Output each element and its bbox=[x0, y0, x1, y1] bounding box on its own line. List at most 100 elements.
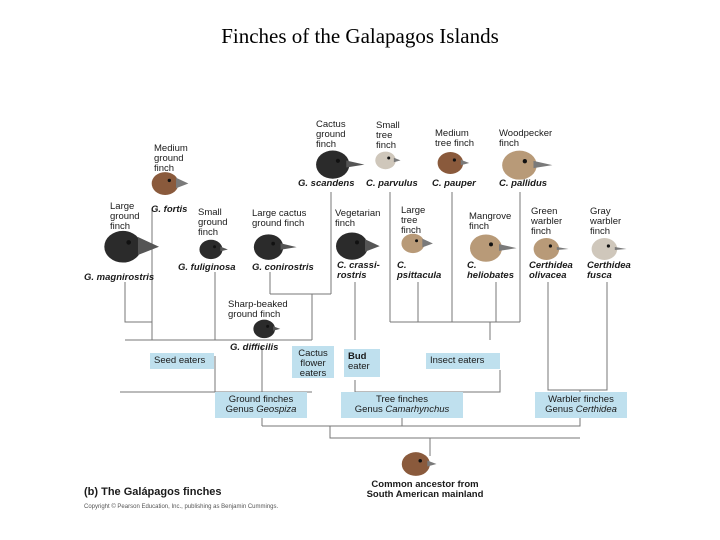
bird-head bbox=[151, 172, 179, 195]
species-medium-ground: G. fortis bbox=[151, 204, 188, 215]
bird-beak bbox=[614, 247, 627, 250]
bird-eye bbox=[167, 178, 171, 183]
bird-head bbox=[253, 234, 284, 260]
bird-beak bbox=[393, 157, 401, 163]
bird-head bbox=[316, 150, 350, 179]
bird-head bbox=[591, 238, 618, 260]
bird-head bbox=[470, 234, 502, 262]
ancestor-finch-illustration bbox=[401, 452, 437, 476]
large-cactus-ground-finch-illustration bbox=[253, 234, 297, 260]
bird-head bbox=[336, 232, 368, 260]
figure-caption: (b) The Galápagos finches bbox=[84, 486, 222, 498]
bird-beak bbox=[137, 237, 159, 255]
bird-eye bbox=[418, 459, 422, 463]
bird-eye bbox=[522, 159, 527, 164]
small-tree-finch-illustration bbox=[375, 151, 401, 170]
bird-beak bbox=[422, 238, 433, 248]
species-cactus-ground: G. scandens bbox=[298, 178, 355, 189]
bird-head bbox=[533, 238, 560, 260]
sharp-beaked-ground-finch-illustration bbox=[253, 319, 281, 339]
bird-eye bbox=[387, 156, 391, 160]
bird-head bbox=[401, 452, 430, 476]
woodpecker-finch-illustration bbox=[502, 150, 553, 180]
medium-ground-finch-illustration bbox=[151, 172, 189, 195]
bird-eye bbox=[489, 242, 493, 247]
bird-eye bbox=[452, 158, 456, 162]
cactus-ground-finch-illustration bbox=[316, 150, 365, 179]
bird-head bbox=[375, 151, 396, 170]
bird-eye bbox=[606, 244, 610, 248]
bird-beak bbox=[533, 160, 553, 169]
slide-title: Finches of the Galapagos Islands bbox=[221, 24, 499, 48]
bird-beak bbox=[346, 160, 365, 168]
species-woodpecker: C. pallidus bbox=[499, 178, 548, 189]
species-large-ground: G. magnirostris bbox=[84, 272, 155, 283]
bird-eye bbox=[415, 239, 419, 243]
bird-beak bbox=[499, 244, 517, 251]
green-warbler-finch-illustration bbox=[533, 238, 569, 260]
bird-beak bbox=[176, 177, 189, 189]
bird-beak bbox=[556, 247, 569, 250]
bird-head bbox=[253, 319, 276, 339]
bird-beak bbox=[427, 460, 437, 467]
species-mangrove: C.heliobates bbox=[467, 260, 514, 281]
vegetarian-finch-illustration bbox=[336, 232, 380, 260]
insect-eaters-box: Insect eaters bbox=[426, 353, 500, 369]
species-sharp-beaked: G. difficilis bbox=[230, 342, 279, 353]
copyright-notice: Copyright © Pearson Education, Inc., pub… bbox=[84, 504, 279, 510]
bird-head bbox=[502, 150, 537, 180]
species-vegetarian: C. crassi-rostris bbox=[337, 260, 380, 281]
species-small-ground: G. fuliginosa bbox=[178, 262, 236, 273]
branch-warblers bbox=[547, 282, 608, 391]
gray-warbler-finch-illustration bbox=[591, 238, 627, 260]
species-large-tree: C.psittacula bbox=[397, 260, 442, 281]
bird-beak bbox=[273, 326, 281, 331]
large-tree-finch-illustration bbox=[401, 233, 433, 254]
medium-tree-finch-illustration bbox=[437, 152, 470, 174]
bird-head bbox=[437, 152, 464, 174]
bird-eye bbox=[335, 158, 340, 163]
bird-eye bbox=[213, 245, 217, 249]
bird-eye bbox=[548, 244, 552, 248]
bird-beak bbox=[460, 159, 470, 166]
species-small-tree: C. parvulus bbox=[366, 178, 418, 189]
seed-eaters-box: Seed eaters bbox=[150, 353, 214, 369]
bird-eye bbox=[126, 240, 131, 245]
bird-beak bbox=[280, 243, 297, 250]
warbler-finches-genus-box: Warbler finches Genus Certhidea bbox=[535, 392, 627, 418]
branch-mangrove bbox=[495, 282, 520, 323]
species-large-cactus: G. conirostris bbox=[252, 262, 314, 273]
bird-eye bbox=[266, 324, 270, 328]
bird-beak bbox=[220, 246, 228, 252]
major-split bbox=[329, 426, 580, 439]
large-ground-finch-illustration bbox=[104, 230, 159, 263]
bird-head bbox=[401, 233, 425, 254]
tree-finches-genus-box: Tree finches Genus Camarhynchus bbox=[341, 392, 463, 418]
ground-finches-genus-box: Ground finches Genus Geospiza bbox=[215, 392, 307, 418]
bird-eye bbox=[355, 240, 359, 245]
bird-head bbox=[199, 239, 223, 260]
bird-head bbox=[104, 230, 142, 263]
branch-large-ground bbox=[124, 282, 152, 323]
small-ground-finch-illustration bbox=[199, 239, 228, 260]
